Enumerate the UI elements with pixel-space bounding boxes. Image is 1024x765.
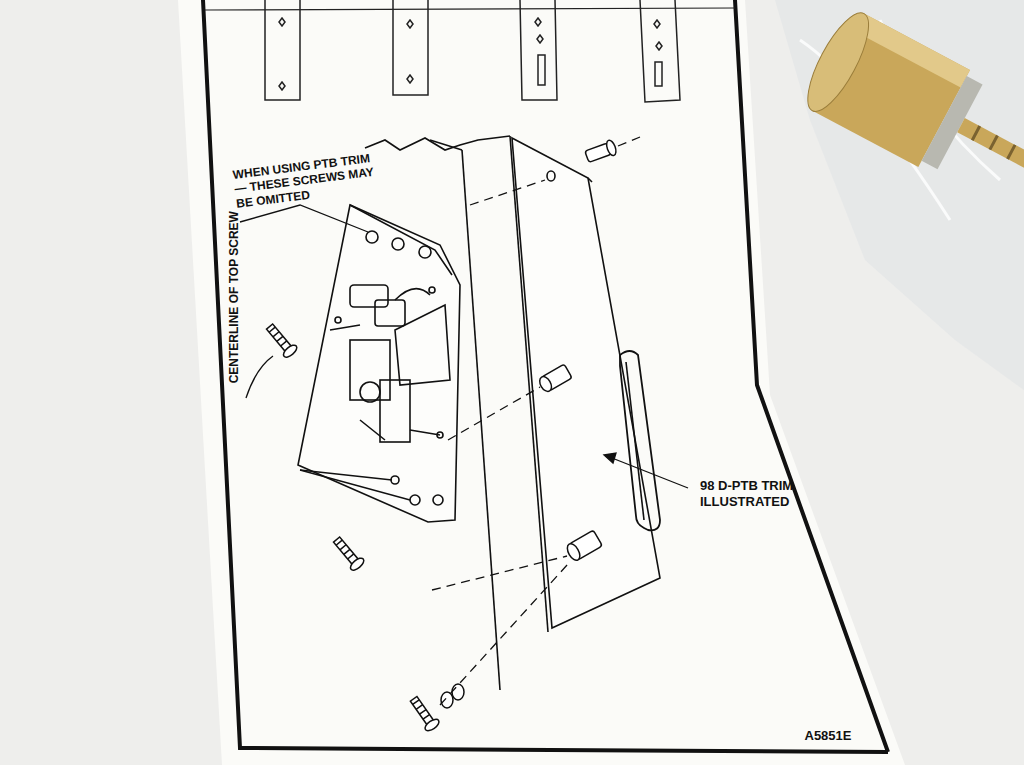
lock-mechanism: [298, 205, 460, 522]
template-tabs: [265, 0, 680, 102]
paper-sheet: [178, 0, 905, 765]
centerline-note: CENTERLINE OF TOP SCREW: [227, 187, 241, 407]
leader-lines: [240, 205, 688, 500]
top-rule: [205, 8, 735, 10]
screws: [263, 139, 617, 733]
trim-callout: 98 D-PTB TRIM ILLUSTRATED: [700, 478, 830, 509]
drawing-number: A5851E: [788, 728, 868, 744]
sheet-border: [203, 0, 888, 752]
lock-cylinder: [775, 0, 1024, 390]
trim-plate: [512, 138, 660, 628]
note-text: WHEN USING PTB TRIM — THESE SCREWS MAY B…: [232, 150, 386, 211]
assembly-lines: [432, 137, 640, 705]
